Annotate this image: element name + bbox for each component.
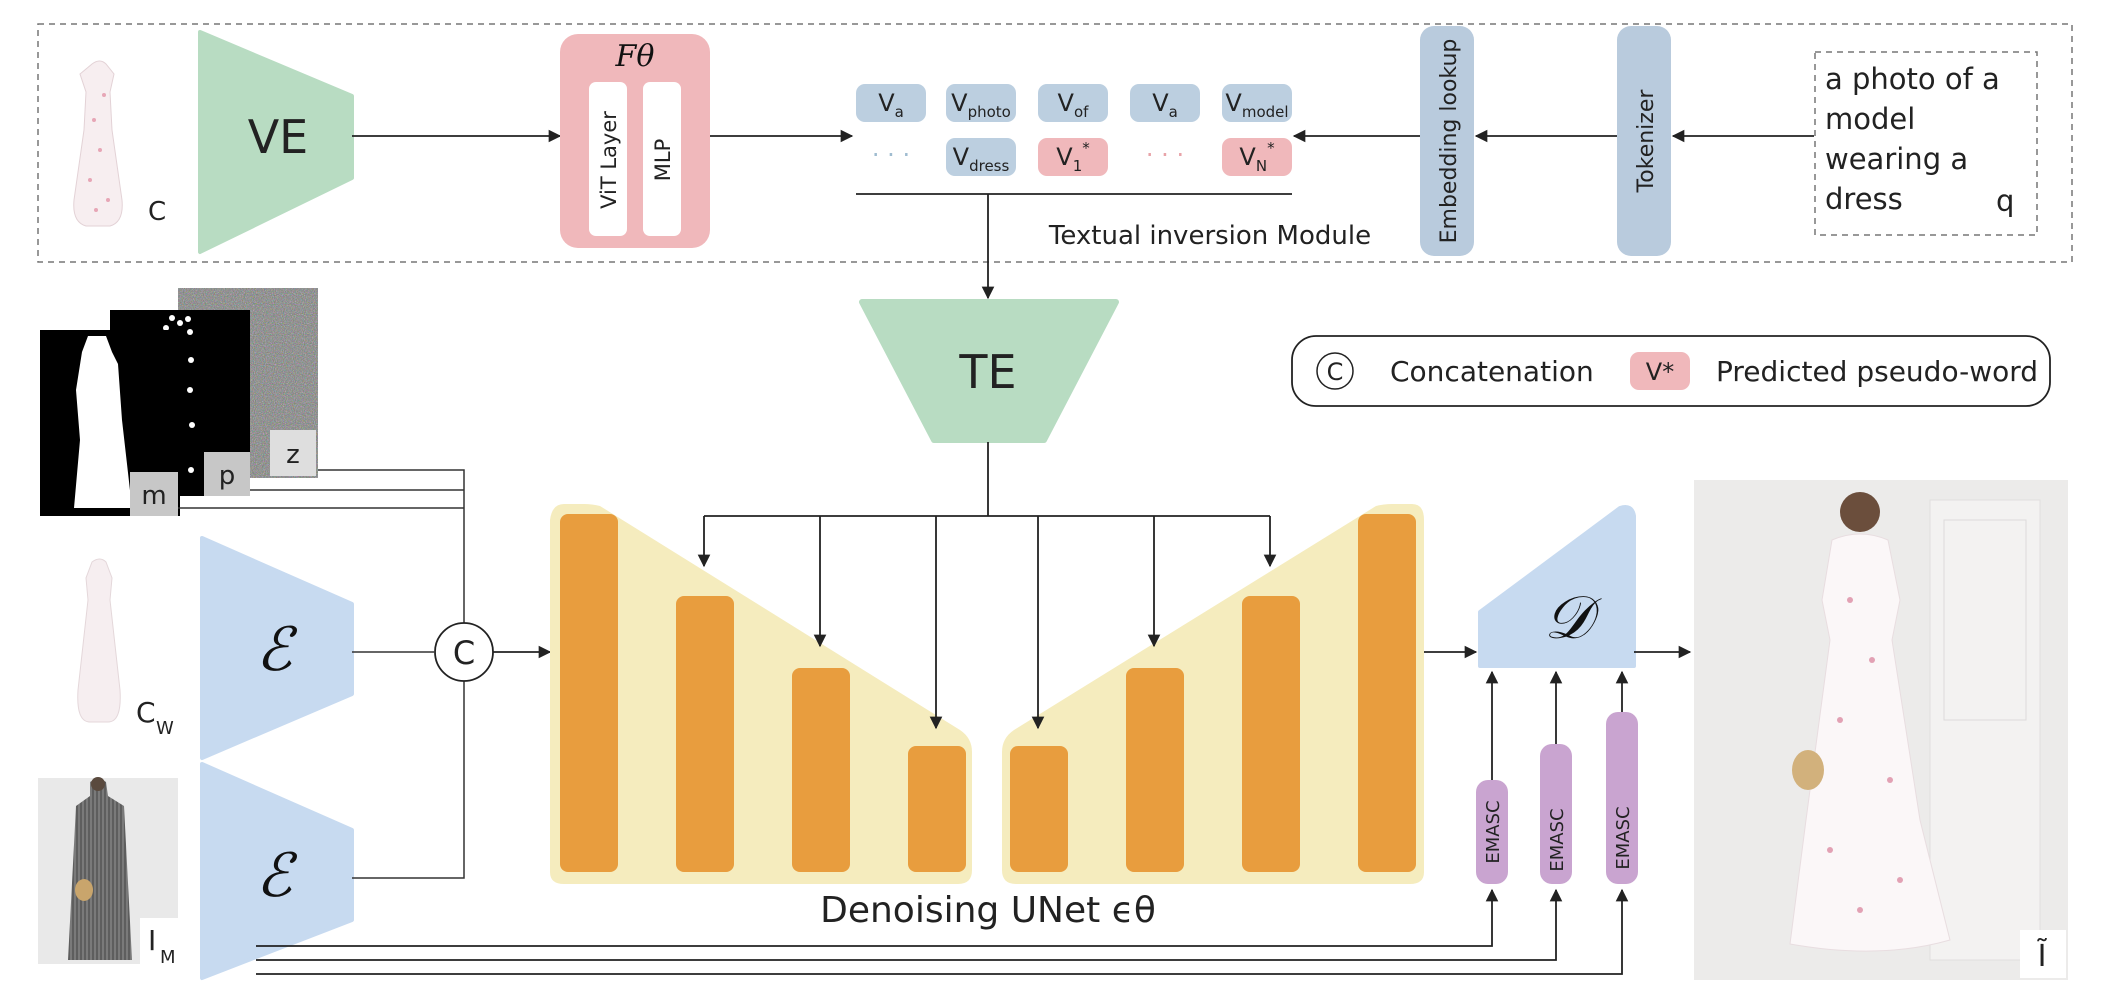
- token-row1-1-text: Va: [878, 89, 904, 121]
- unet-block-up-2: [1126, 668, 1184, 872]
- tokenizer-block: [1617, 26, 1671, 256]
- text-encoder: [859, 299, 1119, 443]
- masked-person-sub: M: [160, 947, 176, 968]
- emasc-label-3: EMASC: [1613, 806, 1634, 869]
- mlp-block: [643, 82, 681, 236]
- legend-pseudo-text: Predicted pseudo-word: [1716, 355, 2038, 388]
- emasc-module-3: [1606, 712, 1638, 884]
- vision-encoder: [198, 30, 354, 254]
- legend-pseudo-swatch-label: V*: [1646, 358, 1674, 386]
- skip-connections-to-emasc: [256, 888, 1629, 975]
- masked-label-box: [140, 918, 178, 964]
- f-theta-label: Fθ: [615, 39, 655, 74]
- warped-garment-sub: W: [156, 718, 174, 739]
- prompt-line-2: model: [1825, 102, 1915, 136]
- line-encoder-lower-to-concat: [352, 676, 465, 879]
- emasc-module-2: [1540, 744, 1572, 884]
- masked-person-label: I: [148, 924, 156, 957]
- textual-inversion-frame: [37, 23, 2073, 263]
- te-conditioning-arrows: [697, 442, 1277, 730]
- module-label: Textual inversion Module: [1048, 221, 1371, 251]
- unet-block-down-3: [792, 668, 850, 872]
- tokenizer-label: Tokenizer: [1634, 89, 1659, 194]
- prompt-line-3: wearing a: [1825, 142, 1968, 176]
- token-row1-5: Vmodel: [1222, 84, 1292, 122]
- prompt-line-1: a photo of a: [1825, 62, 2000, 96]
- vae-encoder-lower-glyph: ℰ: [256, 841, 298, 911]
- noise-label: z: [286, 440, 300, 470]
- token-row1-4: Va: [1130, 84, 1200, 122]
- vae-encoder-upper-glyph: ℰ: [256, 615, 298, 685]
- text-encoder-label: TE: [958, 345, 1016, 399]
- prompt-label: q: [1996, 184, 2014, 218]
- unet-label: Denoising UNet ϵθ: [820, 890, 1156, 931]
- prompt-line-4: dress: [1825, 182, 1903, 216]
- unet-block-down-1: [560, 514, 618, 872]
- emasc-label-2: EMASC: [1547, 808, 1568, 871]
- emasc-label-1: EMASC: [1483, 800, 1504, 863]
- vision-encoder-label: VE: [248, 110, 309, 164]
- unet-down-path: [550, 504, 972, 884]
- token-row1-4-text: Va: [1152, 89, 1178, 121]
- legend-pseudo-swatch: [1630, 352, 1690, 390]
- unet-block-up-4: [1358, 514, 1416, 872]
- token-ellipsis-1: · · ·: [872, 141, 910, 169]
- vit-layer-block: [589, 82, 627, 236]
- mlp-label: MLP: [651, 139, 675, 181]
- mask-label: m: [141, 481, 166, 511]
- output-label: Ĩ: [2037, 938, 2048, 974]
- token-row1-1: Va: [856, 84, 926, 122]
- token-ellipsis-2: · · ·: [1146, 141, 1184, 169]
- pose-label: p: [219, 461, 236, 491]
- emasc-to-decoder-arrows: [1485, 670, 1629, 780]
- warped-garment-label: C: [136, 696, 156, 729]
- token-row1-2: Vphoto: [946, 84, 1016, 122]
- unet-block-up-1: [1010, 746, 1068, 872]
- token-row2-pseudo-1: V1*: [1038, 138, 1108, 176]
- vae-encoder-upper: [200, 536, 354, 760]
- embedding-lookup-block: [1420, 26, 1474, 256]
- output-tryon-image: [1694, 480, 2068, 980]
- noise-label-box: [270, 430, 316, 476]
- vit-layer-label: ViT Layer: [597, 111, 621, 209]
- line-noise-to-concat: [318, 469, 465, 628]
- warped-garment-image: [77, 558, 121, 723]
- embedding-lookup-label: Embedding lookup: [1437, 39, 1462, 244]
- legend-concat-icon: [1316, 352, 1354, 390]
- unet-up-path: [1002, 504, 1424, 884]
- token-row2-dress: Vdress: [946, 138, 1016, 176]
- unet-block-down-4: [908, 746, 966, 872]
- unet-block-up-3: [1242, 596, 1300, 872]
- token-row1-3: Vof: [1038, 84, 1108, 122]
- vae-encoder-lower: [200, 762, 354, 980]
- token-sequence: Va Vphoto Vof Va Vmodel · · · Vdress V1* · · · VN…: [856, 84, 1292, 176]
- emasc-module-1: [1476, 780, 1508, 884]
- legend-concat-text: Concatenation: [1390, 355, 1594, 388]
- prompt-box: [1814, 51, 2038, 236]
- garment-label: C: [148, 197, 166, 227]
- vae-decoder: [1478, 505, 1636, 668]
- legend-concat-symbol: C: [1327, 358, 1344, 386]
- output-label-box: [2020, 930, 2066, 978]
- concat-symbol: C: [453, 634, 475, 672]
- garment-image: [73, 60, 123, 227]
- mask-label-box: [130, 472, 178, 516]
- unet-block-down-2: [676, 596, 734, 872]
- token-row2-pseudo-n: VN*: [1222, 138, 1292, 176]
- pose-label-box: [204, 452, 250, 496]
